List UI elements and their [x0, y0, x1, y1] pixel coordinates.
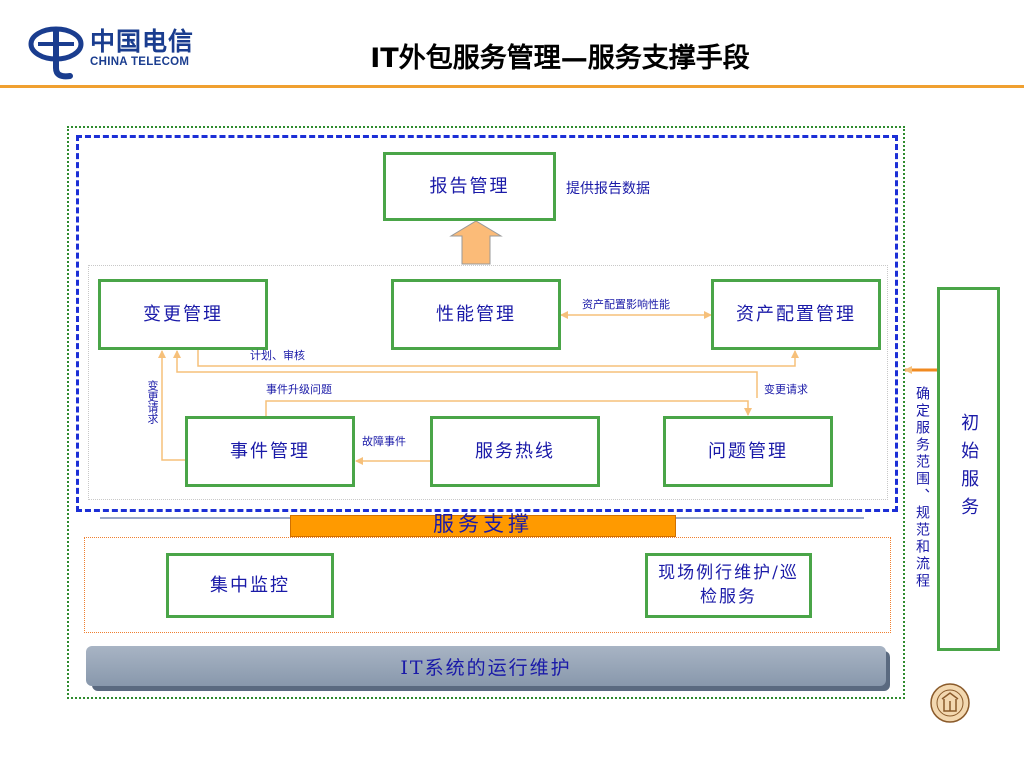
asset-performance-label: 资产配置影响性能: [582, 298, 670, 311]
onsite-maintenance-box: 现场例行维护/巡检服务: [645, 553, 812, 618]
incident-management-box: 事件管理: [185, 416, 355, 487]
service-support-bar: [290, 515, 676, 537]
initial-service-label: 初始服务: [958, 413, 980, 525]
initial-service-note: 确定服务范围、规范和流程: [914, 386, 930, 590]
report-management-box: 报告管理: [383, 152, 556, 221]
china-telecom-logo: 中国电信 CHINA TELECOM: [26, 22, 206, 80]
plan-review-connector: [197, 350, 799, 367]
service-support-frame: [76, 135, 898, 512]
report-data-note: 提供报告数据: [566, 181, 650, 197]
logo-english-text: CHINA TELECOM: [90, 56, 190, 68]
initial-service-box: 初始服务: [937, 287, 1000, 651]
change-request-right-connector: [173, 350, 758, 398]
college-seal-icon: [930, 683, 970, 723]
asset-configuration-box: 资产配置管理: [711, 279, 881, 350]
page-title: IT外包服务管理—服务支撑手段: [370, 43, 750, 74]
service-support-label: 服务支撑: [433, 512, 533, 536]
process-frame: [88, 265, 888, 500]
outer-frame: [67, 126, 905, 699]
central-monitoring-box: 集中监控: [166, 553, 334, 618]
report-up-arrow: [449, 220, 503, 265]
performance-management-box: 性能管理: [391, 279, 561, 350]
problem-management-box: 问题管理: [663, 416, 833, 487]
escalation-label: 事件升级问题: [266, 383, 332, 396]
operations-frame: [84, 537, 891, 633]
title-divider: [0, 85, 1024, 88]
escalation-connector: [265, 400, 752, 416]
change-request-right-label: 变更请求: [764, 383, 808, 396]
change-request-left-label: 变更请求: [146, 380, 159, 424]
change-management-box: 变更管理: [98, 279, 268, 350]
fault-event-label: 故障事件: [362, 435, 406, 448]
logo-chinese-text: 中国电信: [90, 27, 195, 56]
service-hotline-box: 服务热线: [430, 416, 600, 487]
it-operations-bar: IT系统的运行维护: [86, 646, 886, 686]
telecom-symbol-icon: [28, 26, 84, 80]
change-request-left-connector: [158, 350, 185, 461]
plan-review-label: 计划、审核: [250, 349, 305, 362]
